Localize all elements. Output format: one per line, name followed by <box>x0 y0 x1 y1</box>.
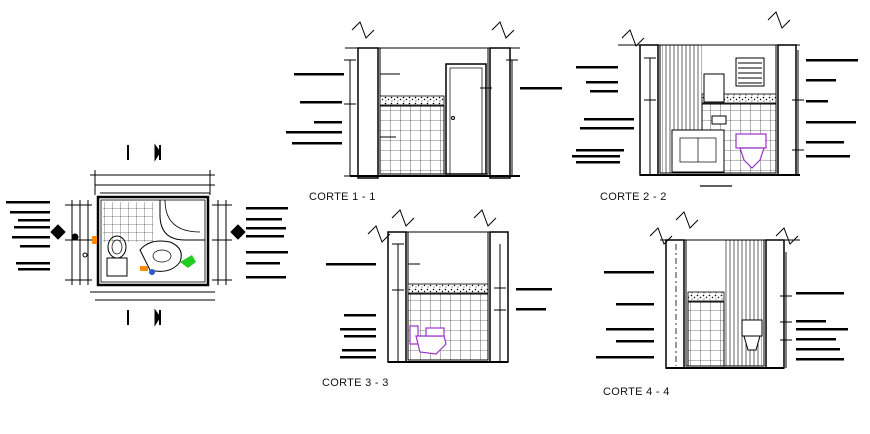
section-marker-top <box>127 143 161 162</box>
caption-corte-1-1: CORTE 1 - 1 <box>309 191 376 203</box>
section-marker-bottom <box>127 308 161 327</box>
section-corte-3-3-drawing <box>367 209 509 363</box>
section-corte-1-1-drawing <box>344 21 520 179</box>
caption-corte-3-3: CORTE 3 - 3 <box>322 377 389 389</box>
section-corte-2-2-drawing <box>618 11 804 187</box>
corte-2-2-notes <box>572 59 858 164</box>
corte-4-4-notes <box>596 271 848 361</box>
floor-plan <box>50 143 246 327</box>
caption-corte-2-2: CORTE 2 - 2 <box>600 191 667 203</box>
corte-3-3-notes <box>326 263 552 359</box>
caption-corte-4-4: CORTE 4 - 4 <box>603 386 670 398</box>
plan-notes-left <box>6 201 50 271</box>
corte-1-1-notes <box>286 73 562 145</box>
plan-notes-right <box>246 207 288 279</box>
section-corte-4-4-drawing <box>649 211 800 369</box>
